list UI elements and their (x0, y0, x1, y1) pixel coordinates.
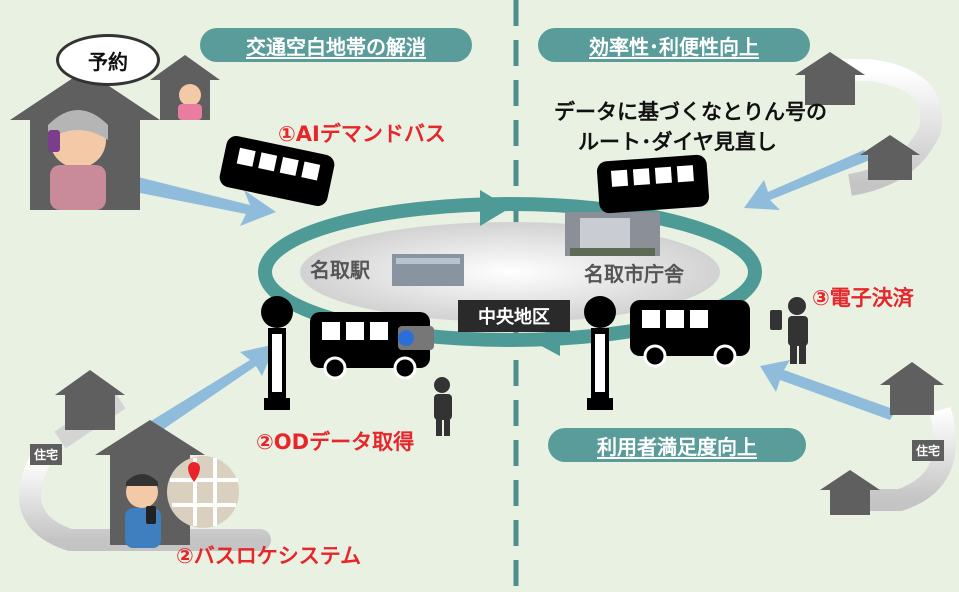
label-e-payment: ③電子決済 (812, 286, 914, 310)
place-station: 名取駅 (310, 258, 370, 282)
loop-arrowhead-top (480, 190, 510, 226)
label-ai-demand-bus: ①AIデマンドバス (278, 122, 446, 146)
loop-ring (258, 197, 762, 347)
place-city-hall: 名取市庁舎 (584, 262, 684, 286)
header-right-top: 効率性･利便性向上 (538, 28, 810, 62)
map-icon (167, 456, 239, 528)
reservation-bubble: 予約 (56, 34, 160, 86)
route-review-line2: ルート･ダイヤ見直し (578, 130, 777, 154)
label-od-data: ②ODデータ取得 (256, 430, 415, 454)
bus-stop-icons (261, 296, 616, 410)
central-district-label: 中央地区 (458, 300, 570, 332)
woman-icon (179, 84, 201, 106)
header-right-bottom: 利用者満足度向上 (548, 428, 806, 462)
route-band-right-bottom (850, 406, 956, 511)
arrow-right-top (744, 150, 870, 210)
header-left: 交通空白地帯の解消 (200, 28, 472, 62)
arrow-right-bottom (760, 360, 896, 420)
route-band-left (19, 449, 271, 551)
label-bus-location: ②バスロケシステム (176, 544, 362, 568)
arrow-left-top (105, 170, 276, 226)
home-label-right: 住宅 (912, 440, 945, 461)
home-label-left: 住宅 (30, 444, 63, 465)
person-icons (434, 297, 808, 436)
route-review-line1: データに基づくなとりん号の (554, 100, 827, 124)
loop-arrowhead-bottom (530, 325, 560, 356)
arrow-left-bottom (120, 344, 276, 452)
